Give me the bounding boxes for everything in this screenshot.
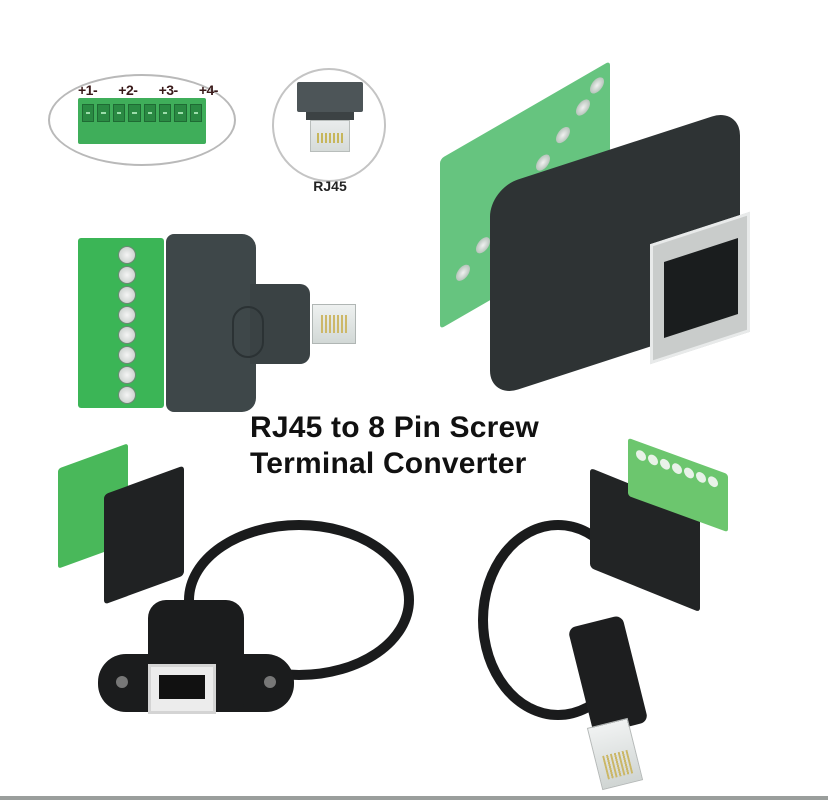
screw-icon (636, 448, 646, 463)
screw-icon (118, 366, 136, 384)
pin-label-1: +1- (78, 82, 98, 98)
title-line-1: RJ45 to 8 Pin Screw (250, 411, 539, 444)
rj45-plug-neck (306, 112, 354, 120)
screw-hole-icon (264, 676, 276, 688)
pin-slot (128, 104, 141, 122)
pin-label-4: +4- (198, 82, 219, 98)
adapter-housing (166, 234, 256, 412)
screw-icon (118, 266, 136, 284)
screw-icon (118, 386, 136, 404)
rj45-male-plug (312, 304, 356, 344)
rj45-female-port (148, 664, 216, 714)
pin-label-2: +2- (118, 82, 138, 98)
rj45-plug-head-icon (297, 82, 363, 112)
pin-diagram-oval (48, 74, 236, 166)
screw-icon (118, 326, 136, 344)
pin-slot (158, 104, 172, 122)
screw-icon (118, 346, 136, 364)
screw-hole-icon (116, 676, 128, 688)
pin-labels: +1- +2- +3- +4- (78, 82, 218, 98)
screw-icon (672, 461, 682, 476)
screw-icon (696, 470, 706, 485)
screw-icon (684, 466, 694, 480)
pin-slot (143, 104, 156, 122)
rj45-inset-circle (272, 68, 386, 182)
screw-icon (118, 246, 136, 264)
rj45-plug-icon (310, 120, 350, 152)
screw-icon (118, 286, 136, 304)
screw-icon (576, 96, 590, 119)
screw-icon (456, 261, 470, 284)
pin-slot (112, 104, 126, 122)
pin-label-3: +3- (158, 82, 179, 98)
screw-icon (708, 474, 718, 489)
screw-icon (476, 234, 490, 257)
terminal-block-icon (78, 98, 206, 144)
screw-icon (648, 453, 658, 467)
screw-icon (556, 124, 570, 147)
screw-icon (118, 306, 136, 324)
adapter-grip-icon (232, 306, 264, 358)
terminal-block-green (78, 238, 164, 408)
bottom-border (0, 796, 828, 800)
screw-icon (590, 74, 604, 97)
pin-slot (189, 104, 202, 122)
rj45-male-plug (586, 717, 644, 791)
pin-slot (174, 104, 187, 122)
cable (478, 520, 638, 720)
rj45-label: RJ45 (313, 178, 347, 194)
pin-slot (82, 104, 95, 122)
title-line-2: Terminal Converter (250, 447, 527, 480)
pin-slot (97, 104, 110, 122)
screw-icon (660, 457, 670, 472)
product-title: RJ45 to 8 Pin Screw Terminal Converter (250, 410, 590, 482)
